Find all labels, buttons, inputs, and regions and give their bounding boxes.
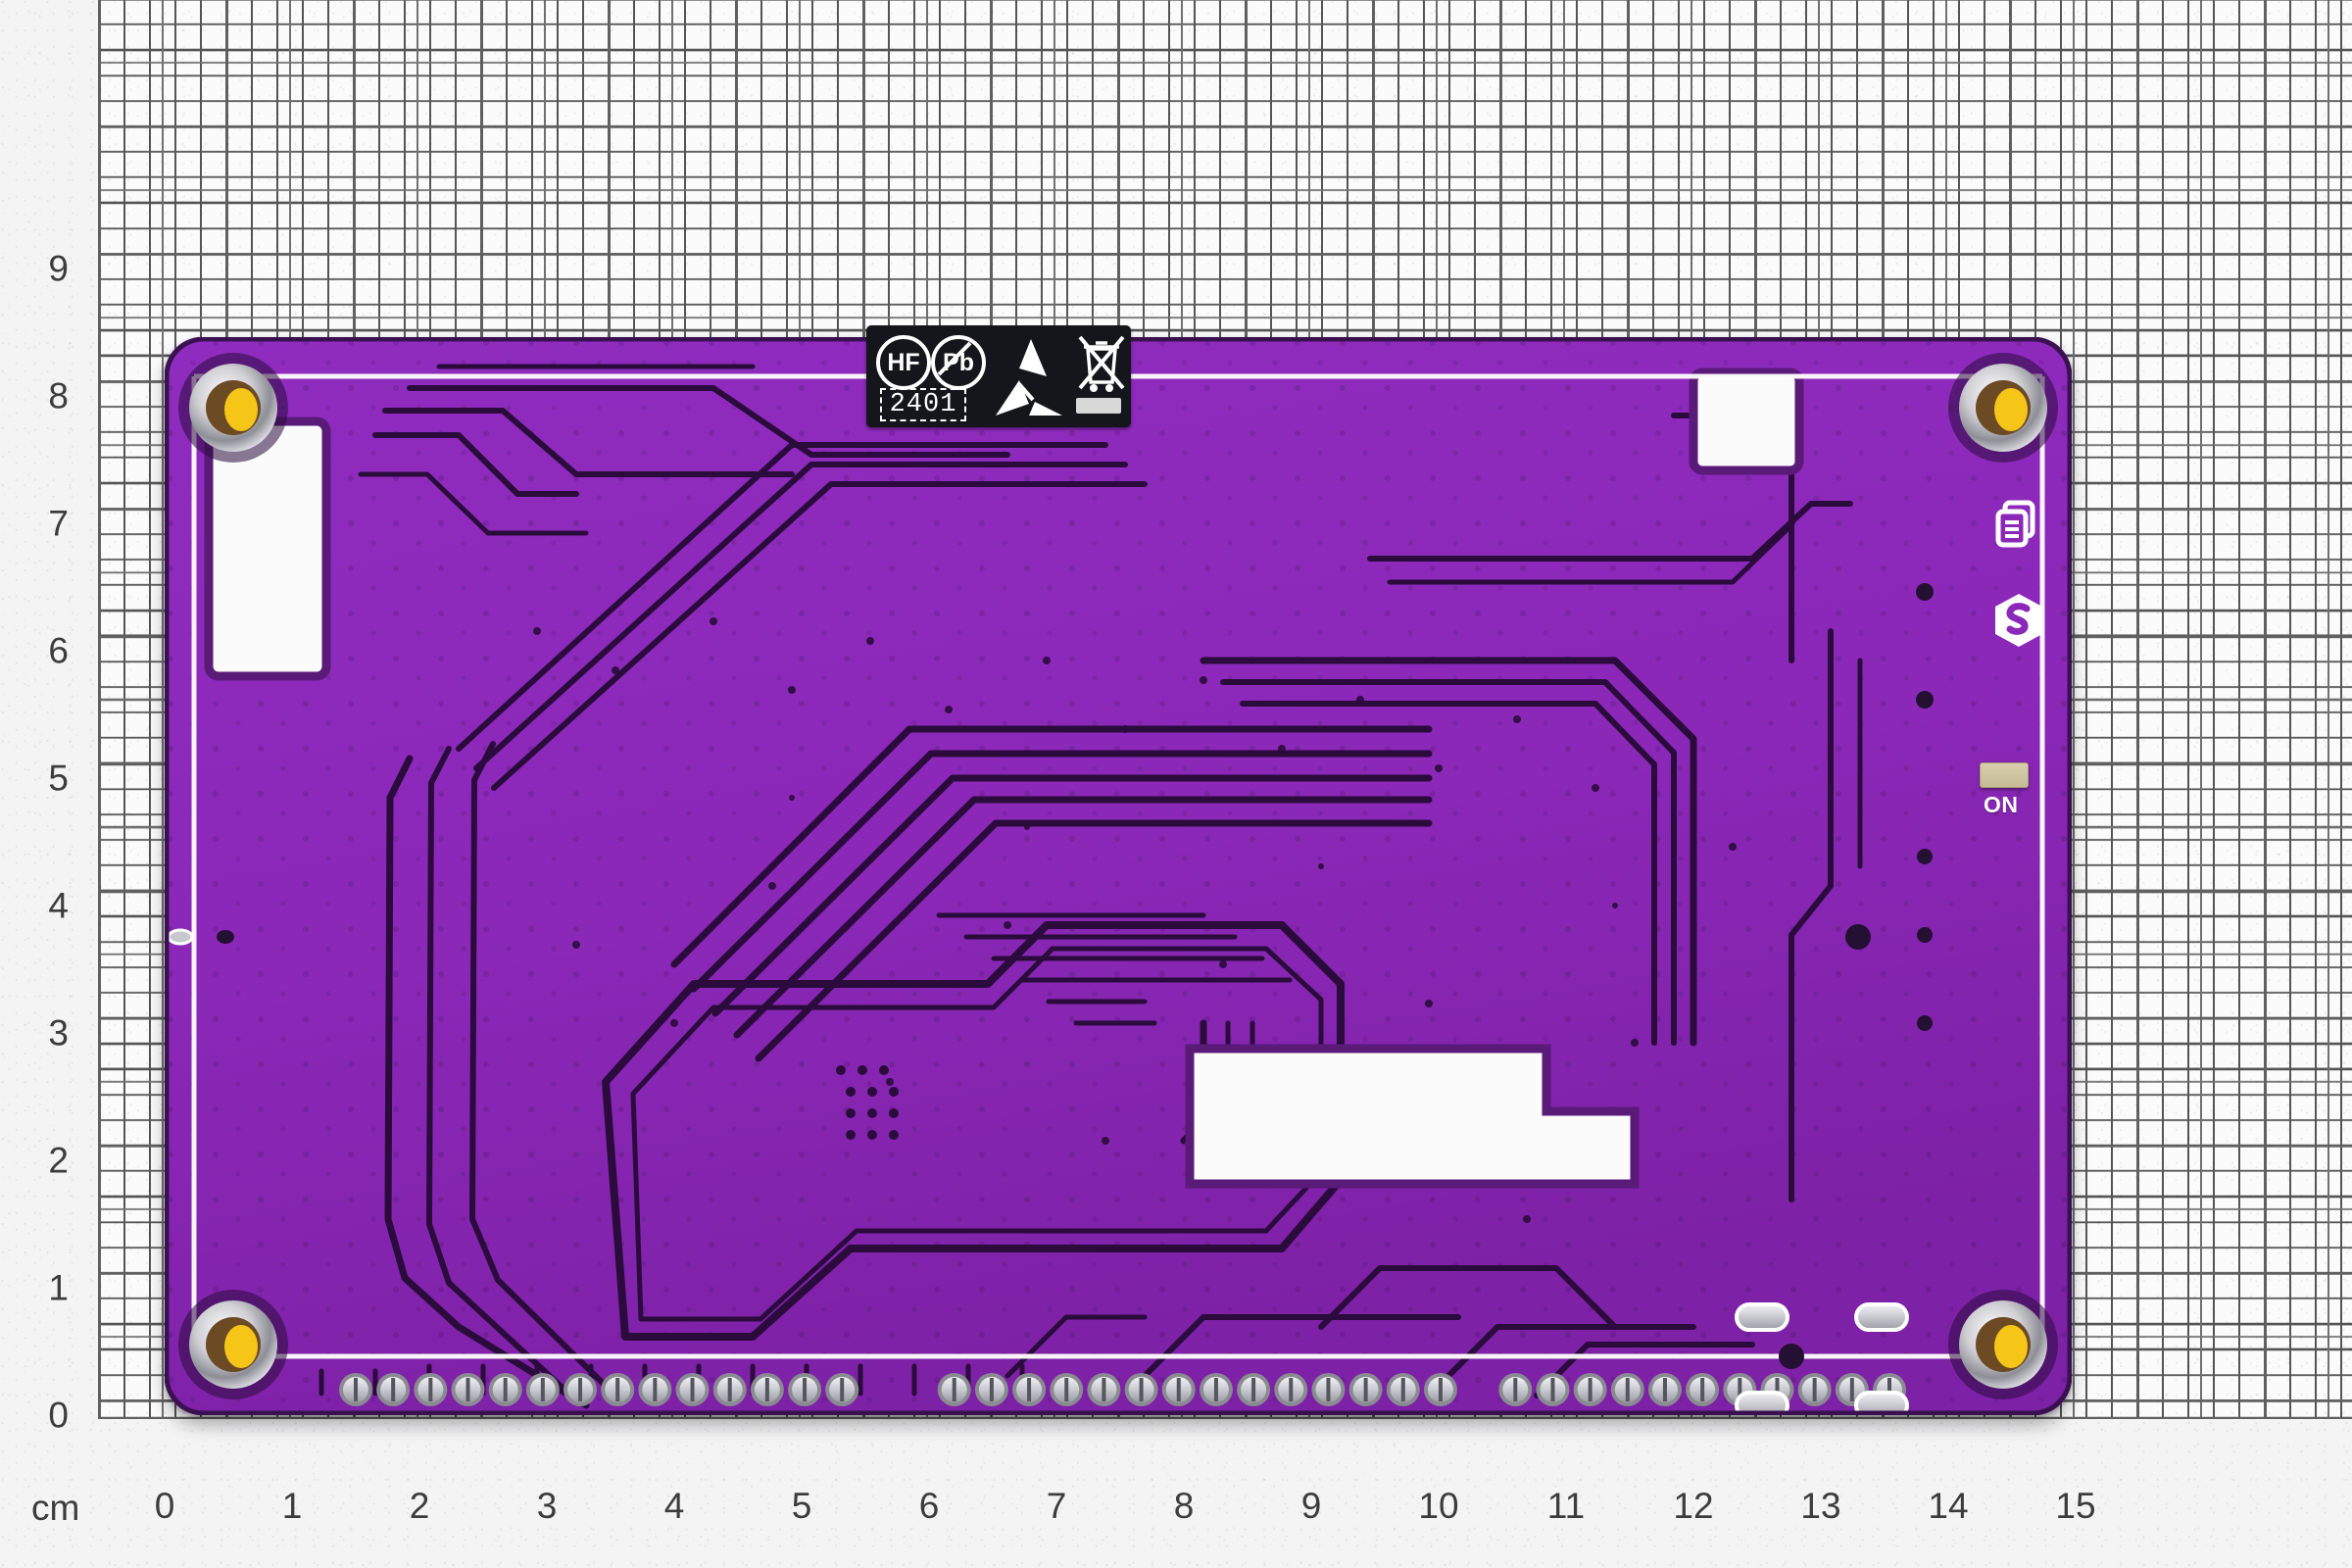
date-code-text: 2401 xyxy=(889,390,957,419)
edge-vias xyxy=(1845,583,1934,1031)
header-pad xyxy=(1012,1373,1047,1406)
header-pad xyxy=(488,1373,522,1406)
header-pad xyxy=(1050,1373,1084,1406)
halogen-free-icon: HF xyxy=(876,335,931,390)
header-pad xyxy=(1536,1373,1570,1406)
y-tick-label: 5 xyxy=(48,758,69,799)
power-switch[interactable] xyxy=(1980,762,2029,788)
header-pad xyxy=(1348,1373,1383,1406)
header-pad xyxy=(1686,1373,1720,1406)
header-pad xyxy=(1274,1373,1308,1406)
x-tick-label: 5 xyxy=(791,1486,812,1526)
x-tick-label: 2 xyxy=(409,1486,430,1526)
header-pad xyxy=(1797,1373,1832,1406)
y-tick-label: 0 xyxy=(48,1395,69,1436)
x-tick-label: 8 xyxy=(1173,1486,1195,1526)
header-pad xyxy=(376,1373,411,1406)
y-tick-label: 7 xyxy=(48,503,69,544)
x-tick-label: 13 xyxy=(1800,1486,1841,1526)
y-tick-label: 2 xyxy=(48,1140,69,1181)
date-code-box: 2401 xyxy=(880,388,966,421)
header-pad xyxy=(1199,1373,1233,1406)
esd-icon xyxy=(996,339,1062,416)
header-pad xyxy=(750,1373,784,1406)
x-tick-label: 14 xyxy=(1928,1486,1969,1526)
header-pad xyxy=(675,1373,710,1406)
documents-icon xyxy=(1995,500,2035,548)
y-tick-label: 4 xyxy=(48,885,69,926)
header-pad xyxy=(1573,1373,1607,1406)
unit-label: cm xyxy=(31,1488,80,1528)
x-tick-label: 1 xyxy=(281,1486,303,1526)
weee-icon xyxy=(1078,335,1125,392)
header-pad xyxy=(525,1373,560,1406)
x-tick-label: 0 xyxy=(154,1486,175,1526)
x-tick-label: 6 xyxy=(918,1486,940,1526)
header-pad xyxy=(712,1373,747,1406)
header-pad xyxy=(1124,1373,1158,1406)
header-pad xyxy=(601,1373,635,1406)
x-tick-label: 4 xyxy=(663,1486,685,1526)
header-pad xyxy=(564,1373,598,1406)
header-pad xyxy=(1610,1373,1644,1406)
label-bar xyxy=(1076,398,1121,414)
header-pad xyxy=(339,1373,372,1406)
edge-mini-pads xyxy=(167,928,234,946)
board-cutouts xyxy=(204,368,1804,1189)
lead-free-icon: Pb xyxy=(931,335,986,390)
x-tick-label: 3 xyxy=(536,1486,558,1526)
header-pad xyxy=(825,1373,859,1406)
mounting-holes xyxy=(178,353,2058,1399)
printed-circuit-board: HF Pb 2401 xyxy=(165,325,2072,1415)
header-pad xyxy=(1423,1373,1457,1406)
x-tick-label: 15 xyxy=(2055,1486,2096,1526)
header-pad xyxy=(937,1373,971,1406)
header-pad xyxy=(1237,1373,1271,1406)
header-pad xyxy=(974,1373,1008,1406)
header-pad xyxy=(1498,1373,1533,1406)
bga-via-array xyxy=(836,1065,899,1140)
header-pad xyxy=(414,1373,448,1406)
header-pad xyxy=(638,1373,672,1406)
header-pad xyxy=(1386,1373,1420,1406)
header-pad xyxy=(1087,1373,1121,1406)
compliance-label: HF Pb 2401 xyxy=(866,325,1131,427)
x-tick-label: 11 xyxy=(1546,1486,1586,1526)
header-pad xyxy=(451,1373,485,1406)
halogen-free-text: HF xyxy=(887,348,920,376)
x-tick-label: 12 xyxy=(1673,1486,1714,1526)
via-dots xyxy=(533,617,1737,1223)
y-tick-label: 9 xyxy=(48,248,69,289)
board-artwork xyxy=(165,337,2072,1415)
y-tick-label: 3 xyxy=(48,1012,69,1054)
y-tick-label: 6 xyxy=(48,630,69,671)
switch-on-label: ON xyxy=(1984,792,2019,817)
y-tick-label: 8 xyxy=(48,375,69,416)
hexagonal-s-logo-icon xyxy=(1995,594,2042,647)
x-tick-label: 10 xyxy=(1418,1486,1459,1526)
x-tick-label: 9 xyxy=(1300,1486,1322,1526)
header-pad xyxy=(1311,1373,1346,1406)
header-pad xyxy=(1161,1373,1196,1406)
header-pad xyxy=(788,1373,822,1406)
header-pad xyxy=(1647,1373,1682,1406)
x-tick-label: 7 xyxy=(1046,1486,1067,1526)
y-tick-label: 1 xyxy=(48,1267,69,1308)
